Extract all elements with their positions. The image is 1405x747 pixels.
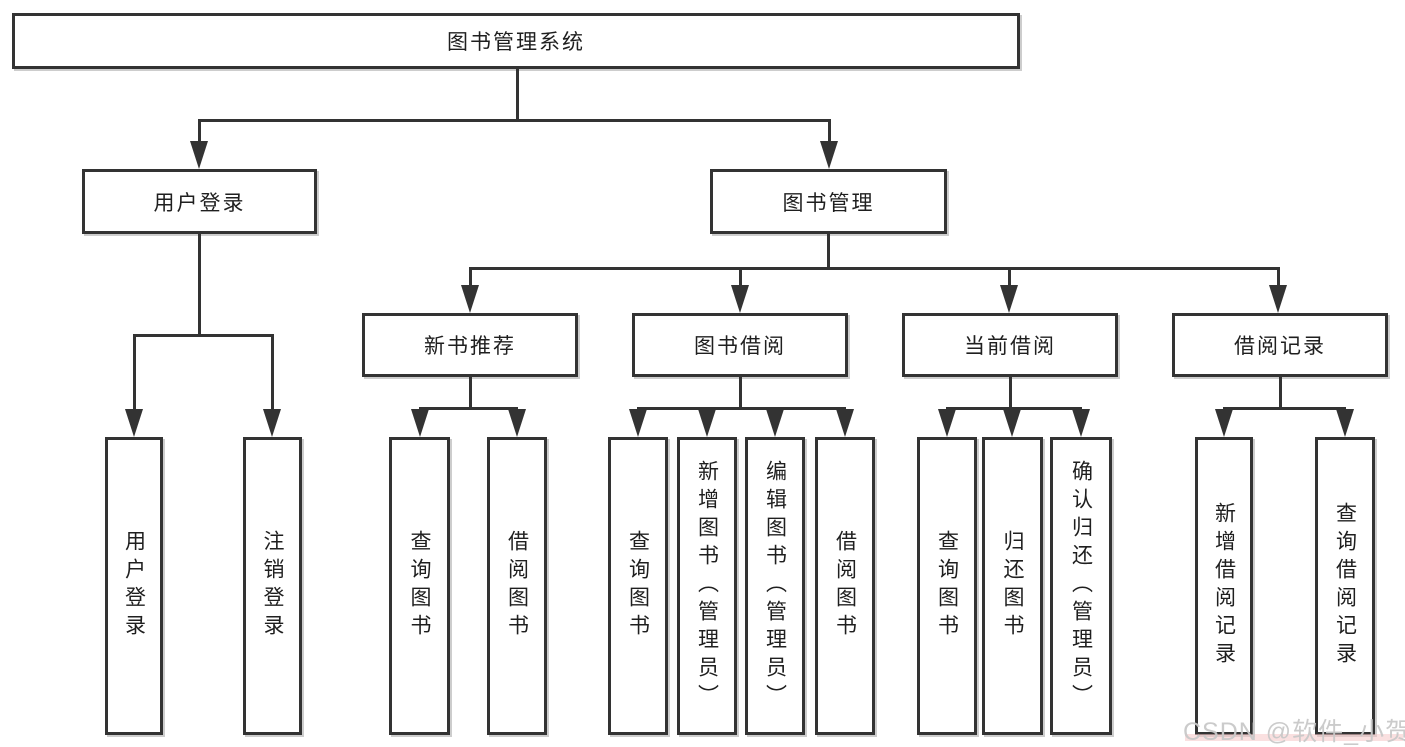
connector-user-stem (198, 234, 201, 337)
connector-borrowing-stem (739, 377, 742, 409)
arrowhead-to-current-borrowing (1000, 285, 1018, 313)
leaf-borrowing-query-books: 查询图书 (608, 437, 668, 735)
connector-user-leaf1-drop (133, 334, 136, 414)
arrowhead-to-login-leaf (125, 409, 143, 437)
node-label: 当前借阅 (964, 335, 1056, 358)
node-label: 图书借阅 (694, 335, 786, 358)
leaf-current-confirm-return-admin: 确认归还（管理员） (1050, 437, 1112, 735)
node-label: 查询图书 (626, 530, 650, 642)
leaf-current-return-books: 归还图书 (982, 437, 1043, 735)
connector-newbook-stem (469, 377, 472, 409)
arrowhead-records-leaf1 (1215, 409, 1233, 437)
leaf-records-add-borrow-record: 新增借阅记录 (1195, 437, 1253, 735)
node-library-management-system: 图书管理系统 (12, 13, 1020, 69)
node-label: 编辑图书（管理员） (763, 460, 787, 712)
node-label: 新增借阅记录 (1212, 502, 1236, 670)
arrowhead-current-leaf1 (938, 409, 956, 437)
connector-user-leaf2-drop (271, 334, 274, 414)
leaf-borrowing-edit-books-admin: 编辑图书（管理员） (745, 437, 805, 735)
leaf-newbook-borrow-books: 借阅图书 (487, 437, 547, 735)
connector-user-bus (133, 334, 274, 337)
node-label: 图书管理 (782, 191, 875, 215)
node-label: 查询图书 (408, 530, 431, 642)
leaf-current-query-books: 查询图书 (917, 437, 977, 735)
connector-current-stem (1009, 377, 1012, 409)
connector-level2-bus (469, 267, 1280, 270)
connector-newbook-bus (419, 407, 518, 410)
node-book-management: 图书管理 (710, 169, 947, 234)
node-label: 查询图书 (935, 530, 959, 642)
node-borrowing-records: 借阅记录 (1172, 313, 1388, 377)
node-label: 确认归还（管理员） (1069, 460, 1093, 712)
connector-records-bus (1223, 407, 1346, 410)
connector-records-drop (1277, 267, 1280, 291)
arrowhead-current-leaf3 (1072, 409, 1090, 437)
node-label: 借阅记录 (1234, 335, 1326, 358)
arrowhead-records-leaf2 (1336, 409, 1354, 437)
node-label: 用户登录 (153, 191, 246, 215)
node-current-borrowing: 当前借阅 (902, 313, 1118, 377)
connector-book-stem (827, 234, 830, 270)
leaf-borrowing-borrow-books: 借阅图书 (815, 437, 875, 735)
connector-borrowing-drop (739, 267, 742, 291)
arrowhead-to-book-borrowing (731, 285, 749, 313)
connector-user-login-drop (198, 119, 201, 149)
arrowhead-borrowing-leaf4 (836, 409, 854, 437)
connector-current-drop (1008, 267, 1011, 291)
leaf-user-login: 用户登录 (105, 437, 163, 735)
arrowhead-borrowing-leaf1 (629, 409, 647, 437)
connector-newbook-drop (469, 267, 472, 291)
connector-records-stem (1279, 377, 1282, 409)
leaf-logout: 注销登录 (243, 437, 302, 735)
connector-book-mgmt-drop (828, 119, 831, 149)
connector-root-stem (516, 69, 519, 122)
node-label: 新书推荐 (424, 335, 516, 358)
node-label: 借阅图书 (505, 530, 529, 642)
watermark-accent-strip (1185, 734, 1403, 741)
watermark-text: CSDN @软件_小贺同学 (1183, 718, 1405, 746)
arrowhead-to-new-book (461, 285, 479, 313)
node-label: 注销登录 (261, 530, 284, 642)
arrowhead-borrowing-leaf3 (766, 409, 784, 437)
leaf-newbook-query-books: 查询图书 (389, 437, 450, 735)
connector-level1-bus (198, 119, 830, 122)
node-label: 用户登录 (122, 530, 146, 642)
arrowhead-to-borrowing-records (1269, 285, 1287, 313)
leaf-borrowing-add-books-admin: 新增图书（管理员） (677, 437, 737, 735)
node-label: 归还图书 (1001, 530, 1024, 642)
arrowhead-newbook-leaf1 (411, 409, 429, 437)
arrowhead-newbook-leaf2 (508, 409, 526, 437)
connector-borrowing-bus (637, 407, 846, 410)
arrowhead-to-book-mgmt (820, 141, 838, 169)
node-label: 借阅图书 (833, 530, 857, 642)
connector-current-bus (946, 407, 1082, 410)
arrowhead-borrowing-leaf2 (698, 409, 716, 437)
arrowhead-to-user-login (190, 141, 208, 169)
leaf-records-query-borrow-record: 查询借阅记录 (1315, 437, 1375, 735)
node-user-login: 用户登录 (82, 169, 317, 234)
node-new-book-recommendation: 新书推荐 (362, 313, 578, 377)
node-label: 图书管理系统 (447, 31, 585, 54)
node-label: 新增图书（管理员） (695, 460, 719, 712)
node-label: 查询借阅记录 (1333, 502, 1357, 670)
arrowhead-current-leaf2 (1003, 409, 1021, 437)
node-book-borrowing: 图书借阅 (632, 313, 848, 377)
arrowhead-to-logout-leaf (263, 409, 281, 437)
